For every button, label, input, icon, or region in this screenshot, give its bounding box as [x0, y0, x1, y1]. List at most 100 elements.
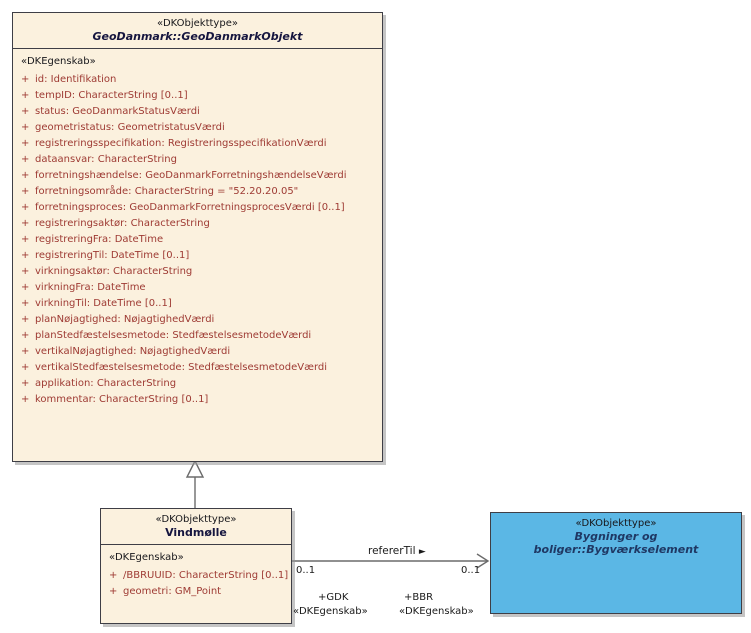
attribute-text: planStedfæstelsesmetode: Stedfæstelsesme… [35, 330, 312, 341]
attributes-compartment: «DKEgenskab» + /BBRUUID: CharacterString … [101, 544, 291, 604]
class-name: Vindmølle [165, 526, 227, 539]
class-header: «DKObjekttype» Vindmølle [101, 509, 291, 544]
attribute-row: + vertikalStedfæstelsesmetode: Stedfæstel… [13, 360, 382, 376]
attribute-text: registreringsspecifikation: Registrering… [35, 138, 327, 149]
visibility-marker: + [21, 362, 30, 373]
visibility-marker: + [21, 106, 30, 117]
association-name: refererTil [368, 545, 416, 557]
association-arrow-icon [476, 553, 490, 569]
attribute-text: dataansvar: CharacterString [35, 154, 177, 165]
attribute-list: + /BBRUUID: CharacterString [0..1] + geome… [101, 567, 291, 600]
visibility-marker: + [21, 250, 30, 261]
attribute-text: geometri: GM_Point [123, 586, 222, 597]
class-name: Bygninger og boliger::Bygværkselement [533, 530, 699, 556]
visibility-marker: + [21, 378, 30, 389]
attribute-text: forretningsområde: CharacterString = "52… [35, 186, 299, 197]
attribute-row: + /BBRUUID: CharacterString [0..1] [101, 568, 291, 584]
visibility-marker: + [21, 282, 30, 293]
visibility-marker: + [21, 218, 30, 229]
visibility-marker: + [21, 234, 30, 245]
section-stereotype: «DKEgenskab» [21, 56, 96, 67]
attribute-row: +tempID: CharacterString [0..1] [13, 88, 382, 104]
section-stereotype: «DKEgenskab» [109, 552, 184, 563]
attribute-row: + kommentar: CharacterString [0..1] [13, 392, 382, 408]
attribute-text: virkningsaktør: CharacterString [35, 266, 193, 277]
attribute-text: kommentar: CharacterString [0..1] [35, 394, 209, 405]
visibility-marker: + [21, 394, 30, 405]
association-name-label: refererTil ► [368, 545, 426, 557]
attribute-row: + forretningshændelse: GeoDanmarkForretni… [13, 168, 382, 184]
attribute-row: + id: Identifikation [13, 72, 382, 88]
attribute-text: forretningshændelse: GeoDanmarkForretnin… [35, 170, 347, 181]
class-name: GeoDanmark::GeoDanmarkObjekt [92, 30, 303, 43]
attribute-list: +id: Identifikation +tempID: CharacterSt… [13, 71, 382, 408]
attribute-text: forretningsproces: GeoDanmarkForretnings… [35, 202, 345, 213]
attribute-row: + status: GeoDanmarkStatusVærdi [13, 104, 382, 120]
attribute-text: tempID: CharacterString [0..1] [35, 90, 188, 101]
attribute-row: + vertikalNøjagtighed: NøjagtighedVærdi [13, 344, 382, 360]
visibility-marker: + [21, 346, 30, 357]
attribute-text: vertikalNøjagtighed: NøjagtighedVærdi [35, 346, 231, 357]
attributes-compartment: «DKEgenskab» +id: Identifikation +tempID… [13, 48, 382, 412]
visibility-marker: + [21, 170, 30, 181]
class-header: «DKObjekttype» GeoDanmark::GeoDanmarkObj… [13, 13, 382, 48]
visibility-marker: + [109, 570, 118, 581]
class-geodanmarkobjekt[interactable]: «DKObjekttype» GeoDanmark::GeoDanmarkObj… [12, 12, 383, 462]
attribute-text: registreringTil: DateTime [0..1] [35, 250, 190, 261]
class-stereotype: «DKObjekttype» [155, 514, 237, 525]
attribute-row: + forretningsproces: GeoDanmarkForretning… [13, 200, 382, 216]
attribute-row: + virkningsaktør: CharacterString [13, 264, 382, 280]
attribute-row: + geometristatus: GeometristatusVærdi [13, 120, 382, 136]
association-connector[interactable] [290, 553, 490, 569]
visibility-marker: + [21, 314, 30, 325]
generalization-triangle-icon [185, 459, 205, 478]
class-stereotype: «DKObjekttype» [157, 18, 238, 29]
attribute-row: + dataansvar: CharacterString [13, 152, 382, 168]
generalization-connector[interactable] [185, 459, 205, 508]
attribute-text: registreringFra: DateTime [35, 234, 164, 245]
class-header: «DKObjekttype» Bygninger og boliger::Byg… [491, 513, 741, 561]
attribute-text: applikation: CharacterString [35, 378, 177, 389]
attribute-text: /BBRUUID: CharacterString [0..1] [123, 570, 289, 581]
target-role-label: +BBR [404, 592, 434, 603]
visibility-marker: + [109, 586, 118, 597]
class-stereotype: «DKObjekttype» [575, 518, 657, 529]
attribute-row: + registreringsspecifikation: Registrerin… [13, 136, 382, 152]
attribute-row: + geometri: GM_Point [101, 584, 291, 600]
class-vindmoelle[interactable]: «DKObjekttype» Vindmølle «DKEgenskab» + /… [100, 508, 292, 624]
attribute-text: vertikalStedfæstelsesmetode: Stedfæstels… [35, 362, 328, 373]
attribute-text: status: GeoDanmarkStatusVærdi [35, 106, 200, 117]
visibility-marker: + [21, 266, 30, 277]
visibility-marker: + [21, 330, 30, 341]
visibility-marker: + [21, 154, 30, 165]
visibility-marker: + [21, 74, 30, 85]
attribute-row: + virkningTil: DateTime [0..1] [13, 296, 382, 312]
attribute-row: + registreringTil: DateTime [0..1] [13, 248, 382, 264]
attribute-text: geometristatus: GeometristatusVærdi [35, 122, 225, 133]
source-role-label: +GDK [318, 592, 349, 603]
source-role-stereotype-label: «DKEgenskab» [293, 606, 368, 617]
visibility-marker: + [21, 138, 30, 149]
visibility-marker: + [21, 298, 30, 309]
visibility-marker: + [21, 122, 30, 133]
attribute-row: + registreringsaktør: CharacterString [13, 216, 382, 232]
attribute-row: + applikation: CharacterString [13, 376, 382, 392]
target-multiplicity-label: 0..1 [461, 565, 481, 576]
attribute-text: virkningFra: DateTime [35, 282, 146, 293]
attribute-row: + registreringFra: DateTime [13, 232, 382, 248]
attribute-row: + forretningsområde: CharacterString = "5… [13, 184, 382, 200]
attribute-text: id: Identifikation [35, 74, 117, 85]
source-multiplicity-label: 0..1 [296, 565, 316, 576]
attribute-text: virkningTil: DateTime [0..1] [35, 298, 172, 309]
direction-arrow-icon: ► [418, 547, 426, 557]
visibility-marker: + [21, 186, 30, 197]
attribute-text: registreringsaktør: CharacterString [35, 218, 210, 229]
attribute-row: + planStedfæstelsesmetode: Stedfæstelsesm… [13, 328, 382, 344]
visibility-marker: + [21, 202, 30, 213]
attribute-text: planNøjagtighed: NøjagtighedVærdi [35, 314, 215, 325]
target-role-stereotype-label: «DKEgenskab» [399, 606, 474, 617]
class-bygvaerkselement[interactable]: «DKObjekttype» Bygninger og boliger::Byg… [490, 512, 742, 614]
attribute-row: + planNøjagtighed: NøjagtighedVærdi [13, 312, 382, 328]
